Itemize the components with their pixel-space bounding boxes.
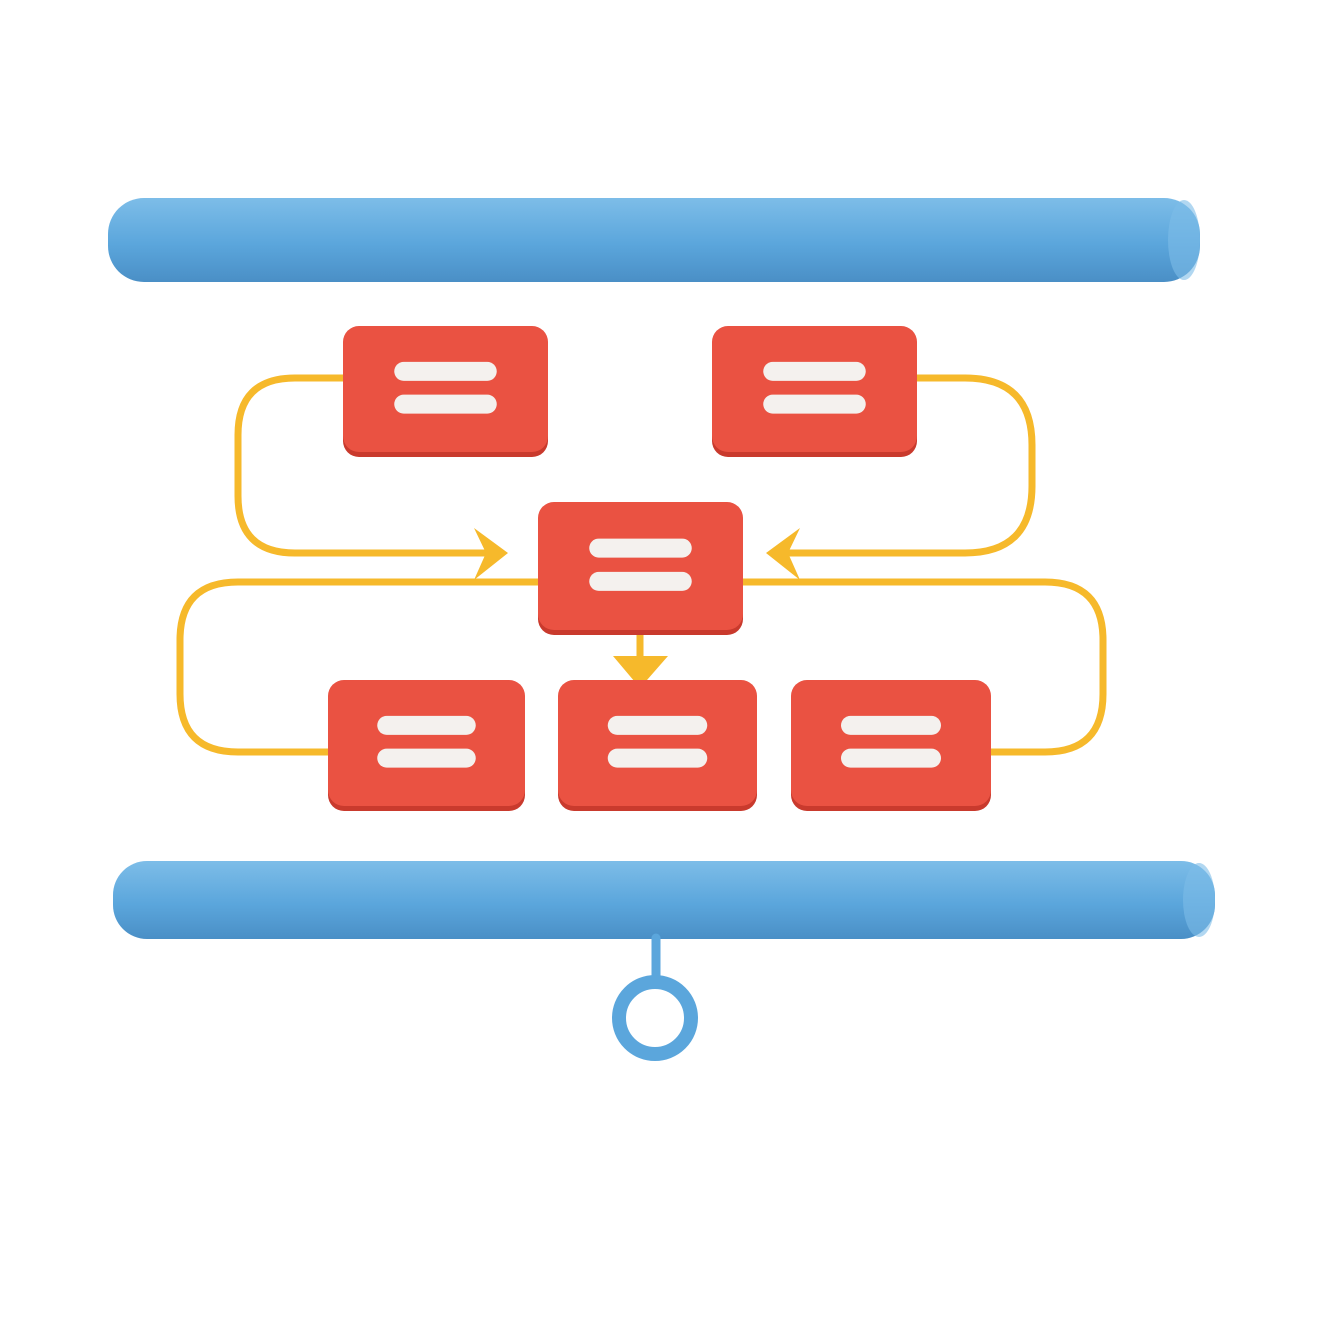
edge-top-left-to-center — [234, 374, 492, 557]
bottom-rod — [113, 861, 1215, 939]
text-line-2 — [607, 748, 708, 768]
edge-top-right-to-center — [781, 374, 1036, 557]
ring-pull-icon[interactable] — [612, 933, 698, 1061]
text-line-2 — [377, 748, 476, 768]
node-body — [328, 680, 525, 806]
text-line-2 — [841, 748, 941, 768]
text-line-2 — [763, 394, 866, 414]
text-line-1 — [763, 361, 866, 381]
node-bottom-left[interactable] — [328, 680, 525, 811]
node-body — [558, 680, 757, 806]
text-line-1 — [394, 361, 497, 381]
flowchart-nodes — [328, 326, 991, 811]
node-bottom-middle[interactable] — [558, 680, 757, 811]
two-line-text-icon — [607, 715, 708, 768]
text-line-1 — [841, 715, 941, 735]
arrowhead-into-bottom-middle — [613, 656, 668, 688]
text-line-1 — [589, 538, 692, 558]
edge-center-to-bottom-right — [736, 578, 1107, 756]
node-center[interactable] — [538, 502, 743, 635]
node-body — [343, 326, 548, 452]
two-line-text-icon — [841, 715, 941, 768]
arrowhead-into-center-right — [766, 528, 800, 580]
arrowheads — [474, 528, 800, 688]
two-line-text-icon — [394, 361, 497, 414]
text-line-2 — [394, 394, 497, 414]
text-line-2 — [589, 571, 692, 591]
node-top-right[interactable] — [712, 326, 917, 457]
node-body — [538, 502, 743, 630]
node-body — [791, 680, 991, 806]
text-line-1 — [377, 715, 476, 735]
arrowhead-into-center-left — [474, 528, 508, 580]
top-rod — [108, 198, 1200, 282]
text-line-1 — [607, 715, 708, 735]
node-bottom-right[interactable] — [791, 680, 991, 811]
two-line-text-icon — [589, 538, 692, 591]
two-line-text-icon — [377, 715, 476, 768]
edge-center-to-bottom-left — [176, 578, 544, 756]
node-top-left[interactable] — [343, 326, 548, 457]
node-body — [712, 326, 917, 452]
two-line-text-icon — [763, 361, 866, 414]
